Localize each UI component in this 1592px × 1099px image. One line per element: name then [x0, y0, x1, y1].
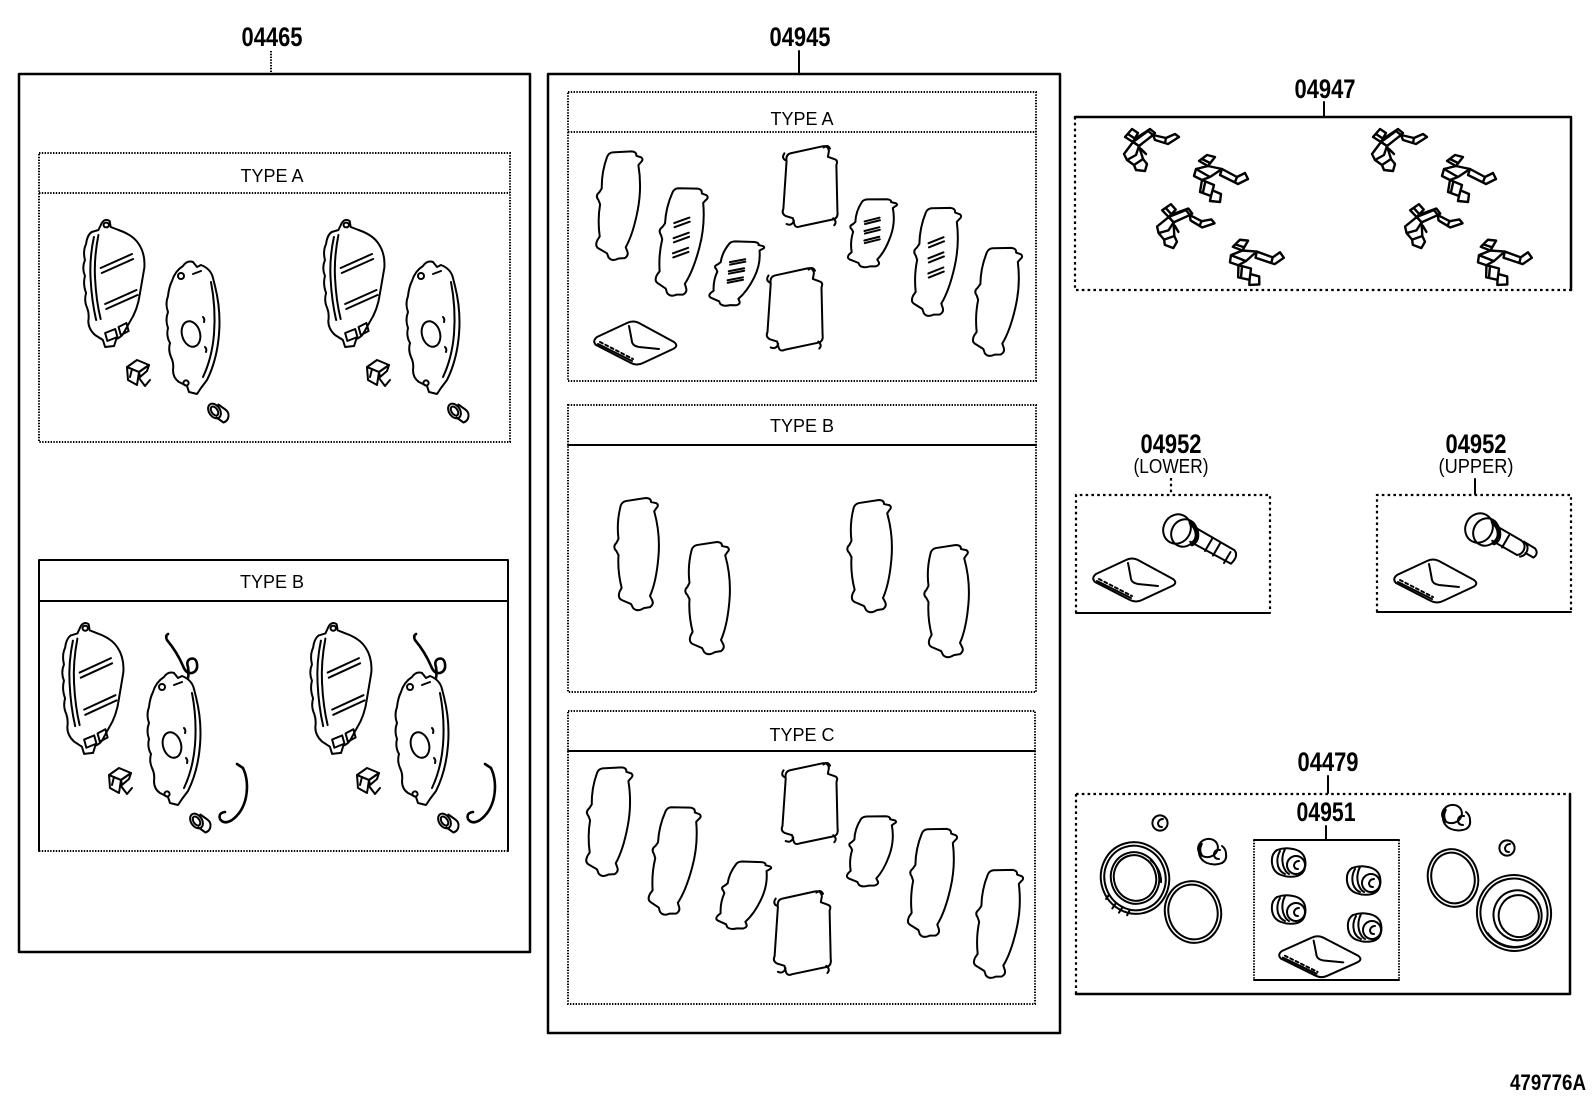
svg-text:(UPPER): (UPPER): [1439, 456, 1514, 478]
svg-text:04945: 04945: [770, 22, 831, 52]
svg-text:04952: 04952: [1446, 429, 1507, 459]
svg-text:TYPE C: TYPE C: [769, 725, 834, 745]
svg-text:(LOWER): (LOWER): [1134, 456, 1209, 478]
svg-text:04465: 04465: [242, 22, 303, 52]
svg-text:TYPE B: TYPE B: [770, 416, 834, 436]
svg-text:TYPE A: TYPE A: [770, 109, 833, 129]
svg-text:04479: 04479: [1298, 747, 1359, 777]
svg-text:TYPE A: TYPE A: [240, 166, 303, 186]
svg-text:04947: 04947: [1295, 74, 1356, 104]
svg-text:04951: 04951: [1297, 797, 1356, 827]
svg-text:TYPE B: TYPE B: [240, 572, 304, 592]
svg-text:04952: 04952: [1141, 429, 1202, 459]
svg-text:479776A: 479776A: [1510, 1070, 1586, 1095]
